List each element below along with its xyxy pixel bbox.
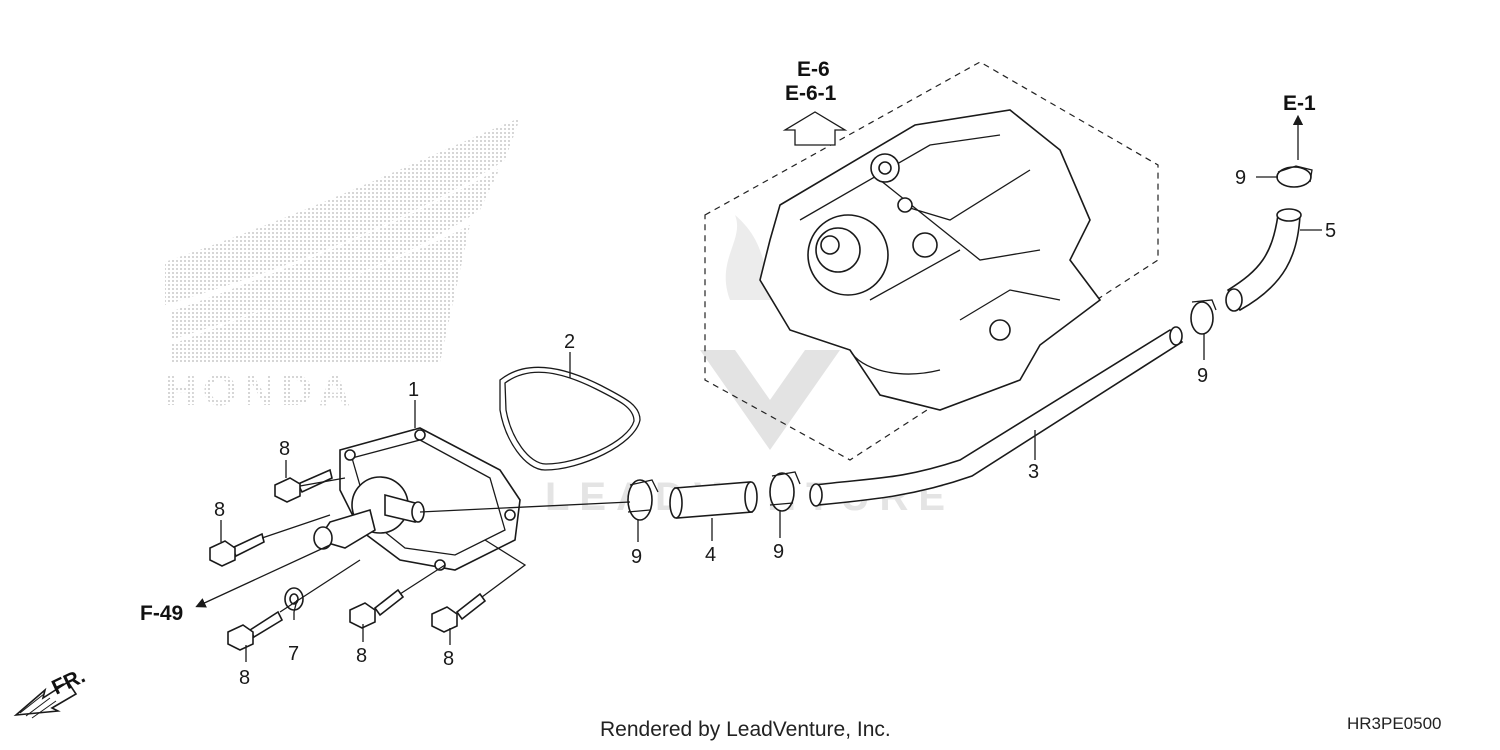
- callout-8: 8: [279, 438, 290, 460]
- upper-hose: [1225, 208, 1302, 312]
- callout-8: 8: [356, 645, 367, 667]
- up-arrow-e6: [782, 111, 848, 146]
- callout-9: 9: [631, 546, 642, 568]
- honda-wing-logo: HONDA: [165, 118, 520, 415]
- callout-9: 9: [773, 541, 784, 563]
- leader-lines: [195, 114, 1322, 662]
- hose-clamp: [1276, 165, 1313, 188]
- bolt: [431, 592, 487, 633]
- bolt: [209, 532, 265, 567]
- ref-e6-1: E-6-1: [785, 82, 837, 105]
- callout-3: 3: [1028, 461, 1039, 483]
- bolt: [349, 588, 405, 629]
- callout-8: 8: [214, 499, 225, 521]
- short-hose: [669, 481, 758, 519]
- callout-8: 8: [443, 648, 454, 670]
- front-direction-arrow: [13, 680, 78, 719]
- callout-1: 1: [408, 379, 419, 401]
- washer: [284, 587, 304, 611]
- callout-2: 2: [564, 331, 575, 353]
- render-credit: Rendered by LeadVenture, Inc.: [600, 718, 891, 741]
- callout-4: 4: [705, 544, 716, 566]
- bolt: [274, 468, 333, 503]
- callout-9: 9: [1235, 167, 1246, 189]
- callout-9: 9: [1197, 365, 1208, 387]
- callout-7: 7: [288, 643, 299, 665]
- ref-f49: F-49: [140, 602, 183, 625]
- diagram-code: HR3PE0500: [1347, 714, 1442, 733]
- engine-case-reference: [704, 61, 1159, 461]
- water-pump-cover: [313, 427, 521, 571]
- o-ring: [499, 366, 641, 471]
- hose-clamp: [769, 471, 801, 512]
- ref-e1: E-1: [1283, 92, 1316, 115]
- long-hose: [809, 326, 1184, 507]
- ref-e6: E-6: [797, 58, 830, 81]
- bolt: [227, 610, 284, 651]
- hose-clamp: [1190, 299, 1217, 335]
- callout-5: 5: [1325, 220, 1336, 242]
- hose-clamp: [627, 479, 659, 521]
- honda-wordmark: HONDA: [165, 366, 356, 415]
- callout-8: 8: [239, 667, 250, 689]
